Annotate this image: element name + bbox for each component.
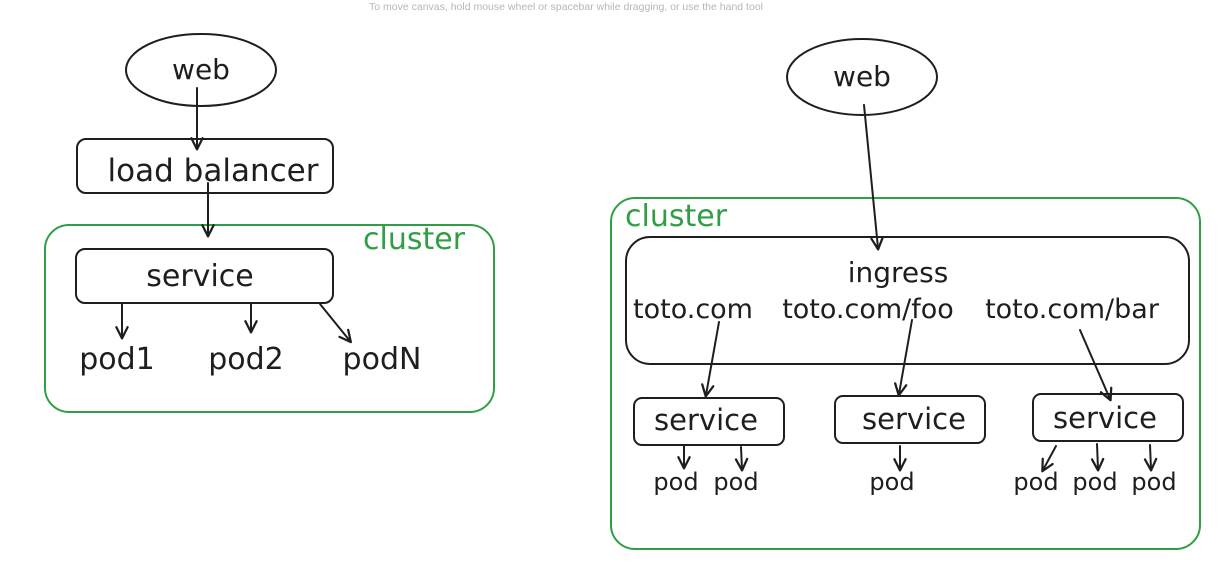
arrow-route3-to-service3[interactable] — [1079, 329, 1113, 402]
left-pod-n[interactable]: podN — [343, 342, 422, 377]
right-diagram: cluster web ingress toto.com toto.com/fo… — [610, 38, 1201, 550]
ingress-label: ingress — [848, 256, 949, 289]
right-pod-3-1[interactable]: pod — [1013, 468, 1058, 496]
right-cluster-label: cluster — [625, 199, 728, 234]
arrow-service3-to-pod3[interactable] — [1143, 444, 1158, 472]
right-pod-3-2[interactable]: pod — [1072, 468, 1117, 496]
left-cluster-label: cluster — [363, 222, 466, 257]
right-pod-3-3[interactable]: pod — [1131, 468, 1176, 496]
ingress-node[interactable] — [625, 236, 1190, 365]
left-pod-2[interactable]: pod2 — [208, 342, 284, 377]
left-diagram: cluster web load balancer service pod1 p… — [44, 33, 495, 413]
right-web-label: web — [833, 60, 891, 93]
right-service-node-1[interactable] — [633, 397, 785, 446]
right-pod-1-2[interactable]: pod — [713, 468, 758, 496]
right-service-label-1: service — [654, 403, 758, 437]
left-service-label: service — [146, 259, 253, 294]
ingress-route-3: toto.com/bar — [985, 294, 1160, 325]
canvas-hint: To move canvas, hold mouse wheel or spac… — [369, 1, 763, 13]
right-service-label-3: service — [1053, 401, 1157, 435]
right-cluster-boundary[interactable] — [610, 197, 1201, 550]
right-service-label-2: service — [862, 402, 966, 436]
arrow-route2-to-service2[interactable] — [894, 319, 913, 397]
left-pod-1[interactable]: pod1 — [79, 342, 155, 377]
load-balancer-node[interactable] — [76, 138, 334, 194]
load-balancer-label: load balancer — [108, 153, 319, 189]
left-cluster-boundary[interactable] — [44, 224, 495, 413]
left-service-node[interactable] — [75, 248, 334, 304]
right-pod-1-1[interactable]: pod — [653, 468, 698, 496]
arrow-route1-to-service1[interactable] — [701, 321, 720, 398]
right-service-node-2[interactable] — [834, 395, 986, 444]
arrow-web-to-ingress[interactable] — [863, 104, 884, 251]
left-web-node[interactable] — [125, 33, 277, 107]
arrow-service3-to-pod1[interactable] — [1041, 445, 1057, 473]
arrow-service-to-podn[interactable] — [319, 303, 353, 344]
ingress-route-2: toto.com/foo — [782, 294, 954, 325]
arrow-service1-to-pod2[interactable] — [734, 446, 749, 472]
right-web-node[interactable] — [786, 38, 938, 116]
left-web-label: web — [172, 53, 230, 86]
ingress-route-1: toto.com — [633, 294, 753, 325]
arrow-service3-to-pod2[interactable] — [1090, 443, 1105, 472]
right-pod-2-1[interactable]: pod — [869, 468, 914, 496]
